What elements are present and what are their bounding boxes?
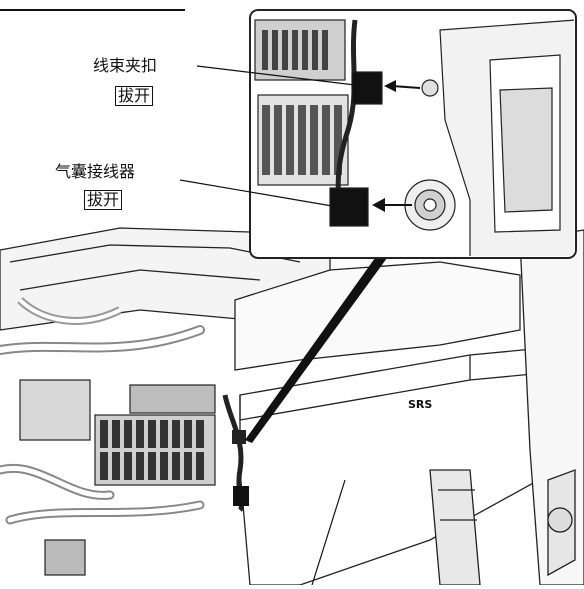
harness-clip-label: 线束夹扣 bbox=[93, 56, 158, 75]
harness-clip-action: 拔开 bbox=[115, 86, 154, 106]
fuse-relay-block bbox=[0, 297, 216, 576]
detail-inset bbox=[249, 9, 577, 259]
srs-harness bbox=[222, 394, 249, 512]
dashboard-assembly bbox=[0, 227, 584, 586]
zoom-pointer bbox=[245, 258, 387, 443]
airbag-connector-label: 气囊接线器 bbox=[55, 162, 136, 181]
airbag-connector-action: 拔开 bbox=[84, 190, 123, 210]
srs-marking: SRS bbox=[408, 398, 432, 411]
